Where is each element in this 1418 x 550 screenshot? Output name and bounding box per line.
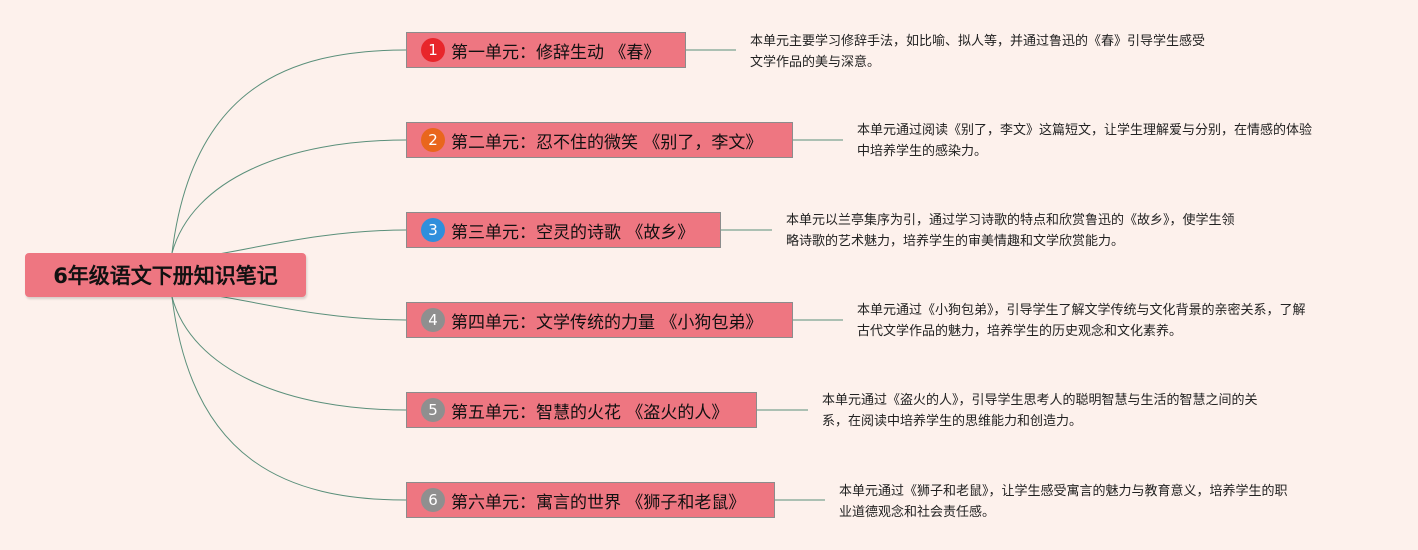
unit-2-node[interactable]: 2 第二单元：忍不住的微笑 《别了，李文》 <box>406 122 793 158</box>
branch-connector <box>171 296 407 411</box>
unit-3-node[interactable]: 3 第三单元：空灵的诗歌 《故乡》 <box>406 212 721 248</box>
unit-5-description: 本单元通过《盗火的人》，引导学生思考人的聪明智慧与生活的智慧之间的关 系，在阅读… <box>822 393 1258 429</box>
unit-5-node[interactable]: 5 第五单元：智慧的火花 《盗火的人》 <box>406 392 757 428</box>
branch-connector <box>171 139 407 254</box>
number-badge-icon: 4 <box>421 308 445 332</box>
number-badge-icon: 6 <box>421 488 445 512</box>
branch-connector <box>171 49 407 254</box>
number-badge-icon: 5 <box>421 398 445 422</box>
root-title: 6年级语文下册知识笔记 <box>53 264 278 288</box>
number-badge-icon: 2 <box>421 128 445 152</box>
unit-4-description: 本单元通过《小狗包弟》，引导学生了解文学传统与文化背景的亲密关系，了解 古代文学… <box>857 303 1306 339</box>
unit-3-label: 第三单元：空灵的诗歌 《故乡》 <box>451 222 695 243</box>
unit-1-label: 第一单元：修辞生动 《春》 <box>451 42 661 63</box>
unit-4-label: 第四单元：文学传统的力量 《小狗包弟》 <box>451 312 763 333</box>
unit-5-label: 第五单元：智慧的火花 《盗火的人》 <box>451 402 729 423</box>
unit-1-node[interactable]: 1 第一单元：修辞生动 《春》 <box>406 32 686 68</box>
number-badge-icon: 3 <box>421 218 445 242</box>
unit-2-label: 第二单元：忍不住的微笑 《别了，李文》 <box>451 132 763 153</box>
unit-4-node[interactable]: 4 第四单元：文学传统的力量 《小狗包弟》 <box>406 302 793 338</box>
unit-6-node[interactable]: 6 第六单元：寓言的世界 《狮子和老鼠》 <box>406 482 775 518</box>
unit-6-description: 本单元通过《狮子和老鼠》，让学生感受寓言的魅力与教育意义，培养学生的职 业道德观… <box>839 484 1288 520</box>
root-topic[interactable]: 6年级语文下册知识笔记 <box>25 253 306 297</box>
unit-3-description: 本单元以兰亭集序为引，通过学习诗歌的特点和欣赏鲁迅的《故乡》，使学生领 略诗歌的… <box>786 213 1235 249</box>
unit-1-description: 本单元主要学习修辞手法，如比喻、拟人等，并通过鲁迅的《春》引导学生感受 文学作品… <box>750 34 1206 70</box>
branch-connector <box>171 296 407 501</box>
unit-6-label: 第六单元：寓言的世界 《狮子和老鼠》 <box>451 492 746 513</box>
number-badge-icon: 1 <box>421 38 445 62</box>
unit-2-description: 本单元通过阅读《别了，李文》这篇短文，让学生理解爱与分别，在情感的体验 中培养学… <box>857 123 1313 159</box>
